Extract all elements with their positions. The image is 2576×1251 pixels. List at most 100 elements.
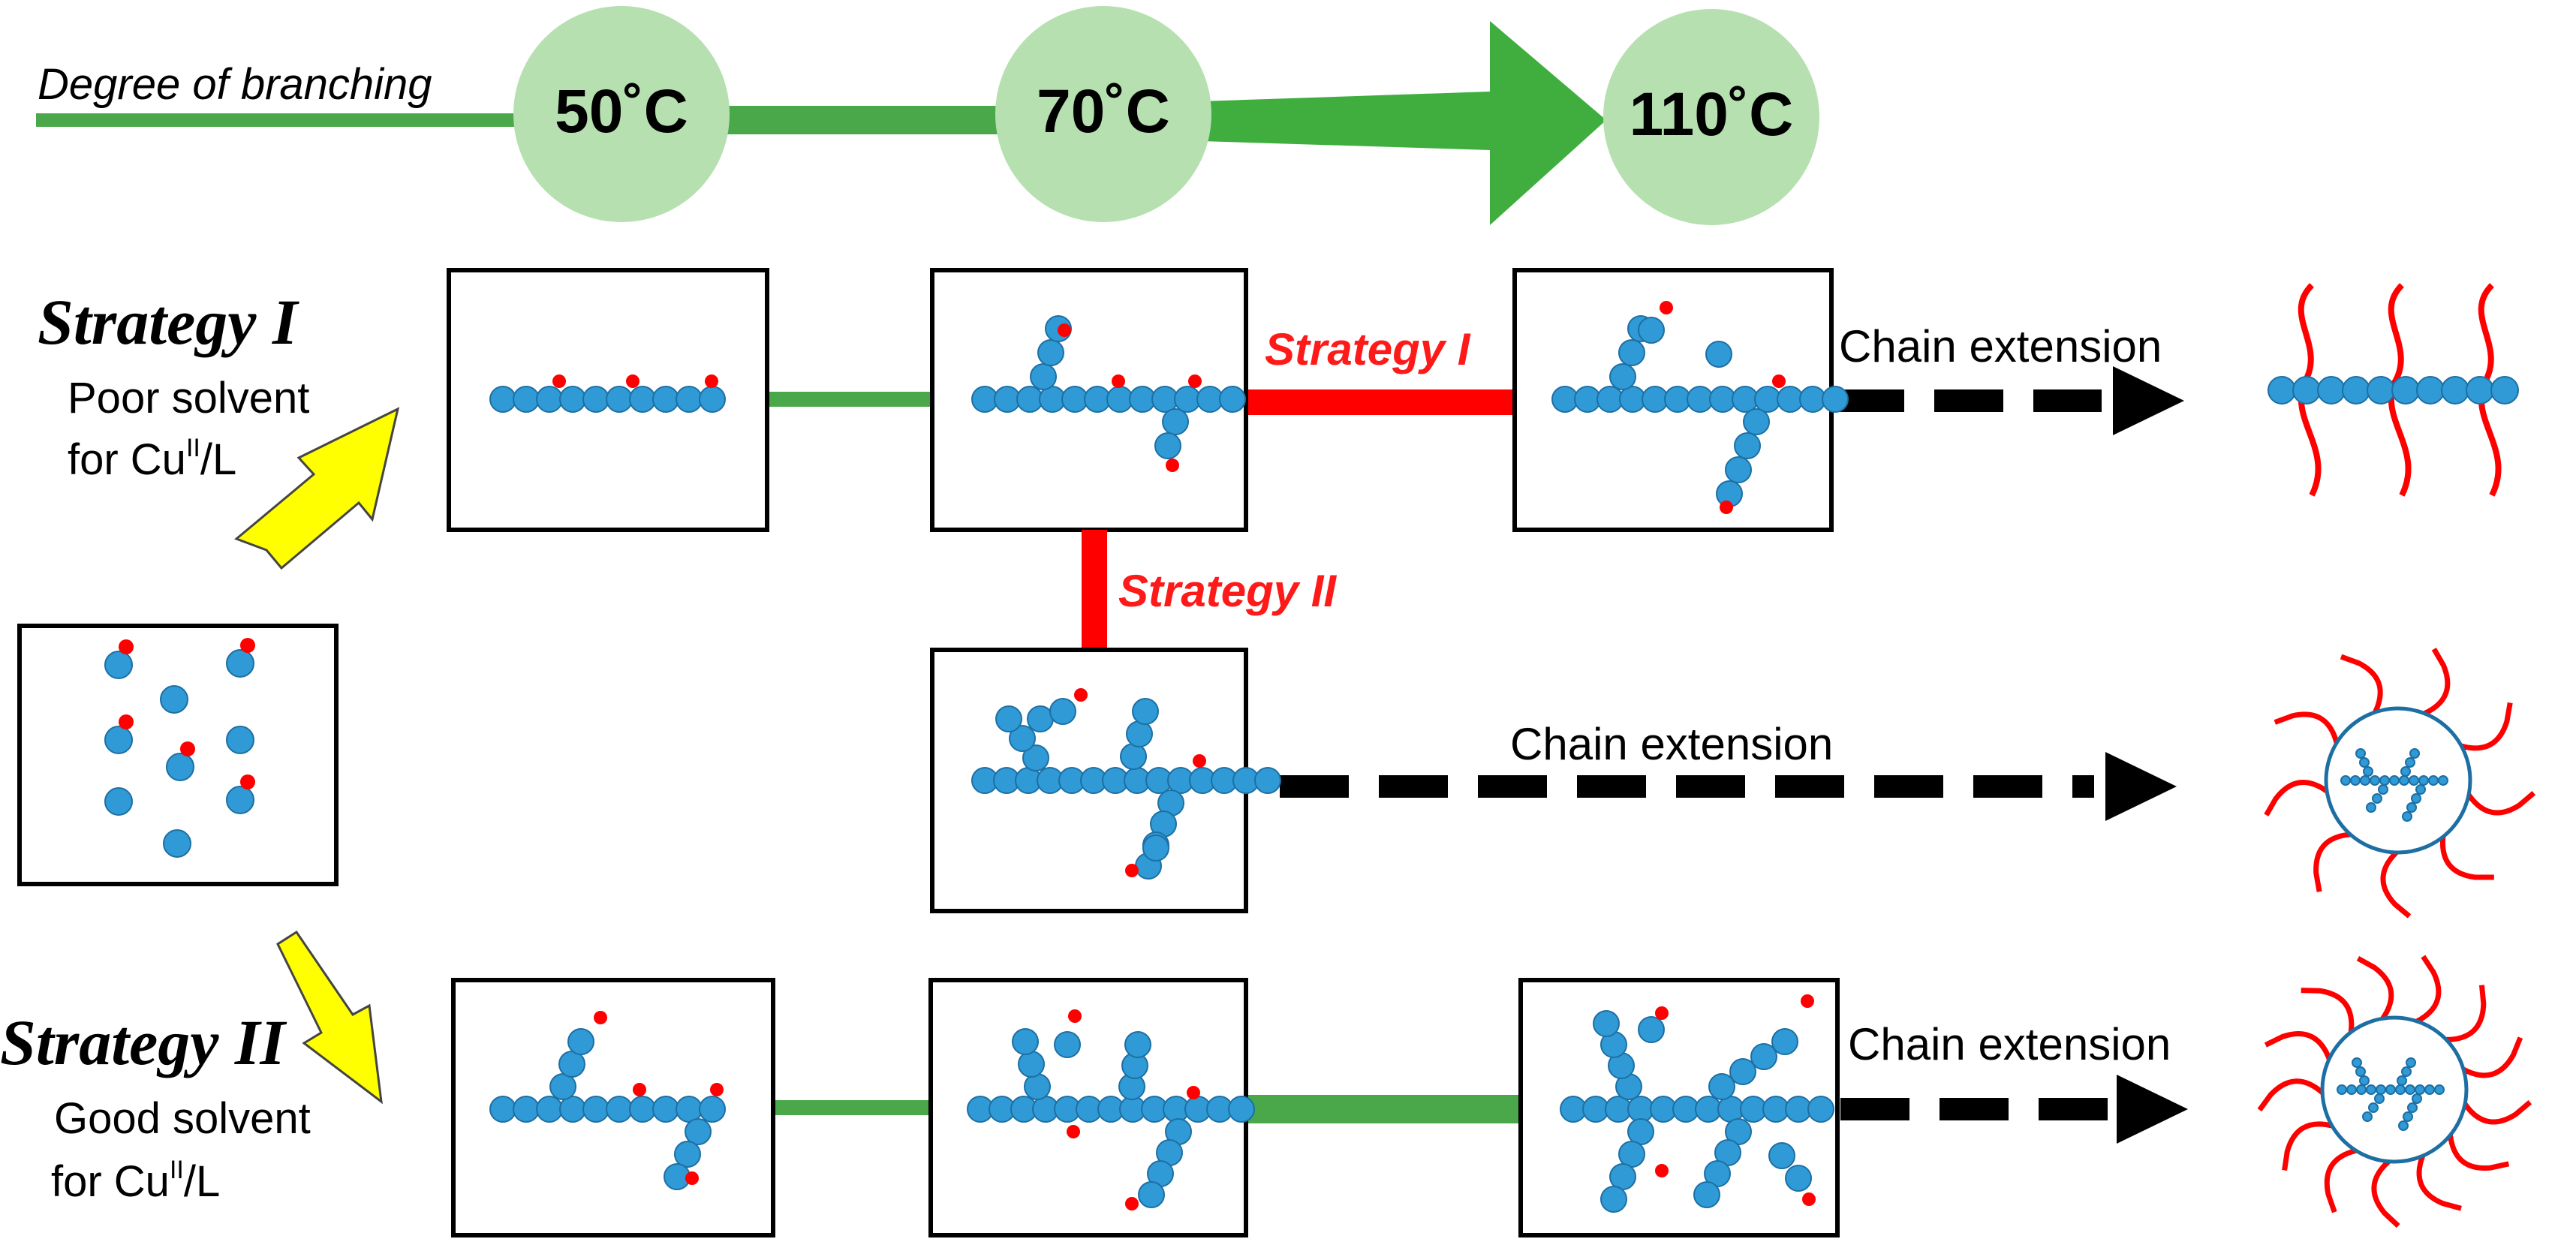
monomer-bead xyxy=(2438,775,2448,786)
monomer-bead xyxy=(1650,1096,1677,1123)
active-end-group xyxy=(1074,688,1088,702)
monomer-bead xyxy=(2352,1057,2362,1068)
strategy-one-catalyst: for CuII/L xyxy=(68,434,236,484)
monomer-bead xyxy=(1627,1096,1654,1123)
star-arm xyxy=(2264,1031,2332,1060)
monomer-bead xyxy=(2466,376,2494,404)
monomer-bead xyxy=(2403,1111,2413,1122)
bottom-arrowhead xyxy=(2117,1075,2188,1144)
active-end-group xyxy=(1655,1006,1669,1020)
active-end-group xyxy=(240,774,255,789)
monomer-bead xyxy=(1609,1163,1636,1190)
monomer-bead xyxy=(1560,1096,1587,1123)
active-end-group xyxy=(1655,1164,1669,1177)
monomer-bead xyxy=(2401,1066,2412,1077)
monomer-bead xyxy=(1695,1096,1722,1123)
monomer-bead xyxy=(1039,386,1066,413)
star-arm xyxy=(2313,831,2351,892)
active-end-group xyxy=(240,638,255,653)
monomer-bead xyxy=(1743,408,1770,435)
star-arm xyxy=(2380,850,2412,919)
star-arm xyxy=(2257,1078,2325,1112)
temp-circle-50 xyxy=(513,6,730,222)
monomer-bead xyxy=(1785,1165,1812,1192)
monomer-bead xyxy=(1174,386,1201,413)
monomer-bead xyxy=(1142,835,1169,862)
monomer-bead xyxy=(1600,1186,1627,1213)
monomer-bead xyxy=(1729,1058,1756,1085)
active-end-group xyxy=(1801,994,1814,1008)
star-arm xyxy=(2446,985,2487,1042)
monomer-bead xyxy=(1664,386,1691,413)
monomer-bead xyxy=(1016,386,1043,413)
monomer-bead xyxy=(1129,386,1156,413)
monomer-bead xyxy=(2490,376,2519,404)
monomer-bead xyxy=(536,386,563,413)
monomer-bead xyxy=(2355,748,2366,759)
monomer-bead xyxy=(1605,1096,1632,1123)
star-arm xyxy=(2264,780,2329,816)
strategy-one-row: Strategy I Poor solvent for CuII/L Strat… xyxy=(38,268,2502,532)
strategy-two-middle-row: Strategy II Chain extension xyxy=(930,530,2536,919)
monomer-bead xyxy=(2398,1120,2409,1131)
monomer-bead xyxy=(1124,1031,1151,1058)
monomer-bead xyxy=(1151,386,1178,413)
monomer-bead xyxy=(1693,1181,1720,1208)
star-arm xyxy=(2356,955,2394,1021)
active-end-group xyxy=(119,639,134,654)
monomer-bead xyxy=(1027,705,1054,732)
monomer-bead xyxy=(2409,748,2420,759)
monomer-bead xyxy=(1582,1096,1609,1123)
monomer-bead xyxy=(1754,386,1781,413)
active-end-group xyxy=(594,1011,607,1024)
polymer-units-layer xyxy=(104,301,2519,1213)
monomer-bead xyxy=(1717,1096,1744,1123)
monomer-bead xyxy=(1672,1096,1699,1123)
monomer-bead xyxy=(1061,386,1088,413)
monomer-bead xyxy=(536,1096,563,1123)
monomer-bead xyxy=(2342,376,2370,404)
star-arm xyxy=(2340,654,2383,714)
strategy-one-arrowhead xyxy=(2113,366,2184,435)
star-core-polymer xyxy=(2337,1057,2445,1131)
monomer-bead xyxy=(629,386,656,413)
monomer-bead xyxy=(1807,1096,1834,1123)
monomer-bead xyxy=(1126,720,1153,747)
monomer-bead xyxy=(1740,1096,1767,1123)
active-end-group xyxy=(1772,374,1786,388)
strategy-one-chain-extension-label: Chain extension xyxy=(1839,321,2162,371)
monomer-bead xyxy=(1687,386,1714,413)
monomer-bead xyxy=(2376,1084,2386,1095)
monomer-bead xyxy=(685,1118,712,1145)
star-arm xyxy=(2466,790,2536,816)
active-end-group xyxy=(1720,501,1733,514)
monomer-bead xyxy=(606,386,633,413)
monomer-bead xyxy=(995,705,1022,732)
monomer-bead xyxy=(1030,363,1057,390)
monomer-bead xyxy=(1593,1010,1620,1037)
monomer-bead xyxy=(104,726,133,754)
monomer-bead xyxy=(1106,386,1133,413)
monomer-bead xyxy=(2416,376,2445,404)
star-polymer-product-middle xyxy=(2264,648,2536,919)
star-arm xyxy=(2439,836,2494,880)
monomer-bead xyxy=(2268,376,2296,404)
monomer-bead xyxy=(1750,1043,1777,1070)
monomer-bead xyxy=(1018,1051,1045,1078)
monomer-bead xyxy=(582,386,609,413)
monomer-bead xyxy=(2418,775,2429,786)
bottom-chain-extension-label: Chain extension xyxy=(1848,1019,2171,1069)
monomer-bead xyxy=(1768,1142,1795,1169)
strategy-one-condition: Poor solvent xyxy=(68,374,309,423)
active-end-group xyxy=(1187,1086,1200,1099)
active-end-group xyxy=(1125,864,1139,877)
monomer-bead xyxy=(2378,784,2388,795)
monomer-bead xyxy=(2363,766,2373,777)
monomer-bead xyxy=(1619,386,1646,413)
strategy-two-connector-label: Strategy II xyxy=(1118,566,1337,616)
monomer-bead xyxy=(226,649,254,678)
monomer-bead xyxy=(1049,698,1076,725)
monomer-bead xyxy=(1638,1016,1665,1043)
active-end-group xyxy=(1193,754,1206,768)
